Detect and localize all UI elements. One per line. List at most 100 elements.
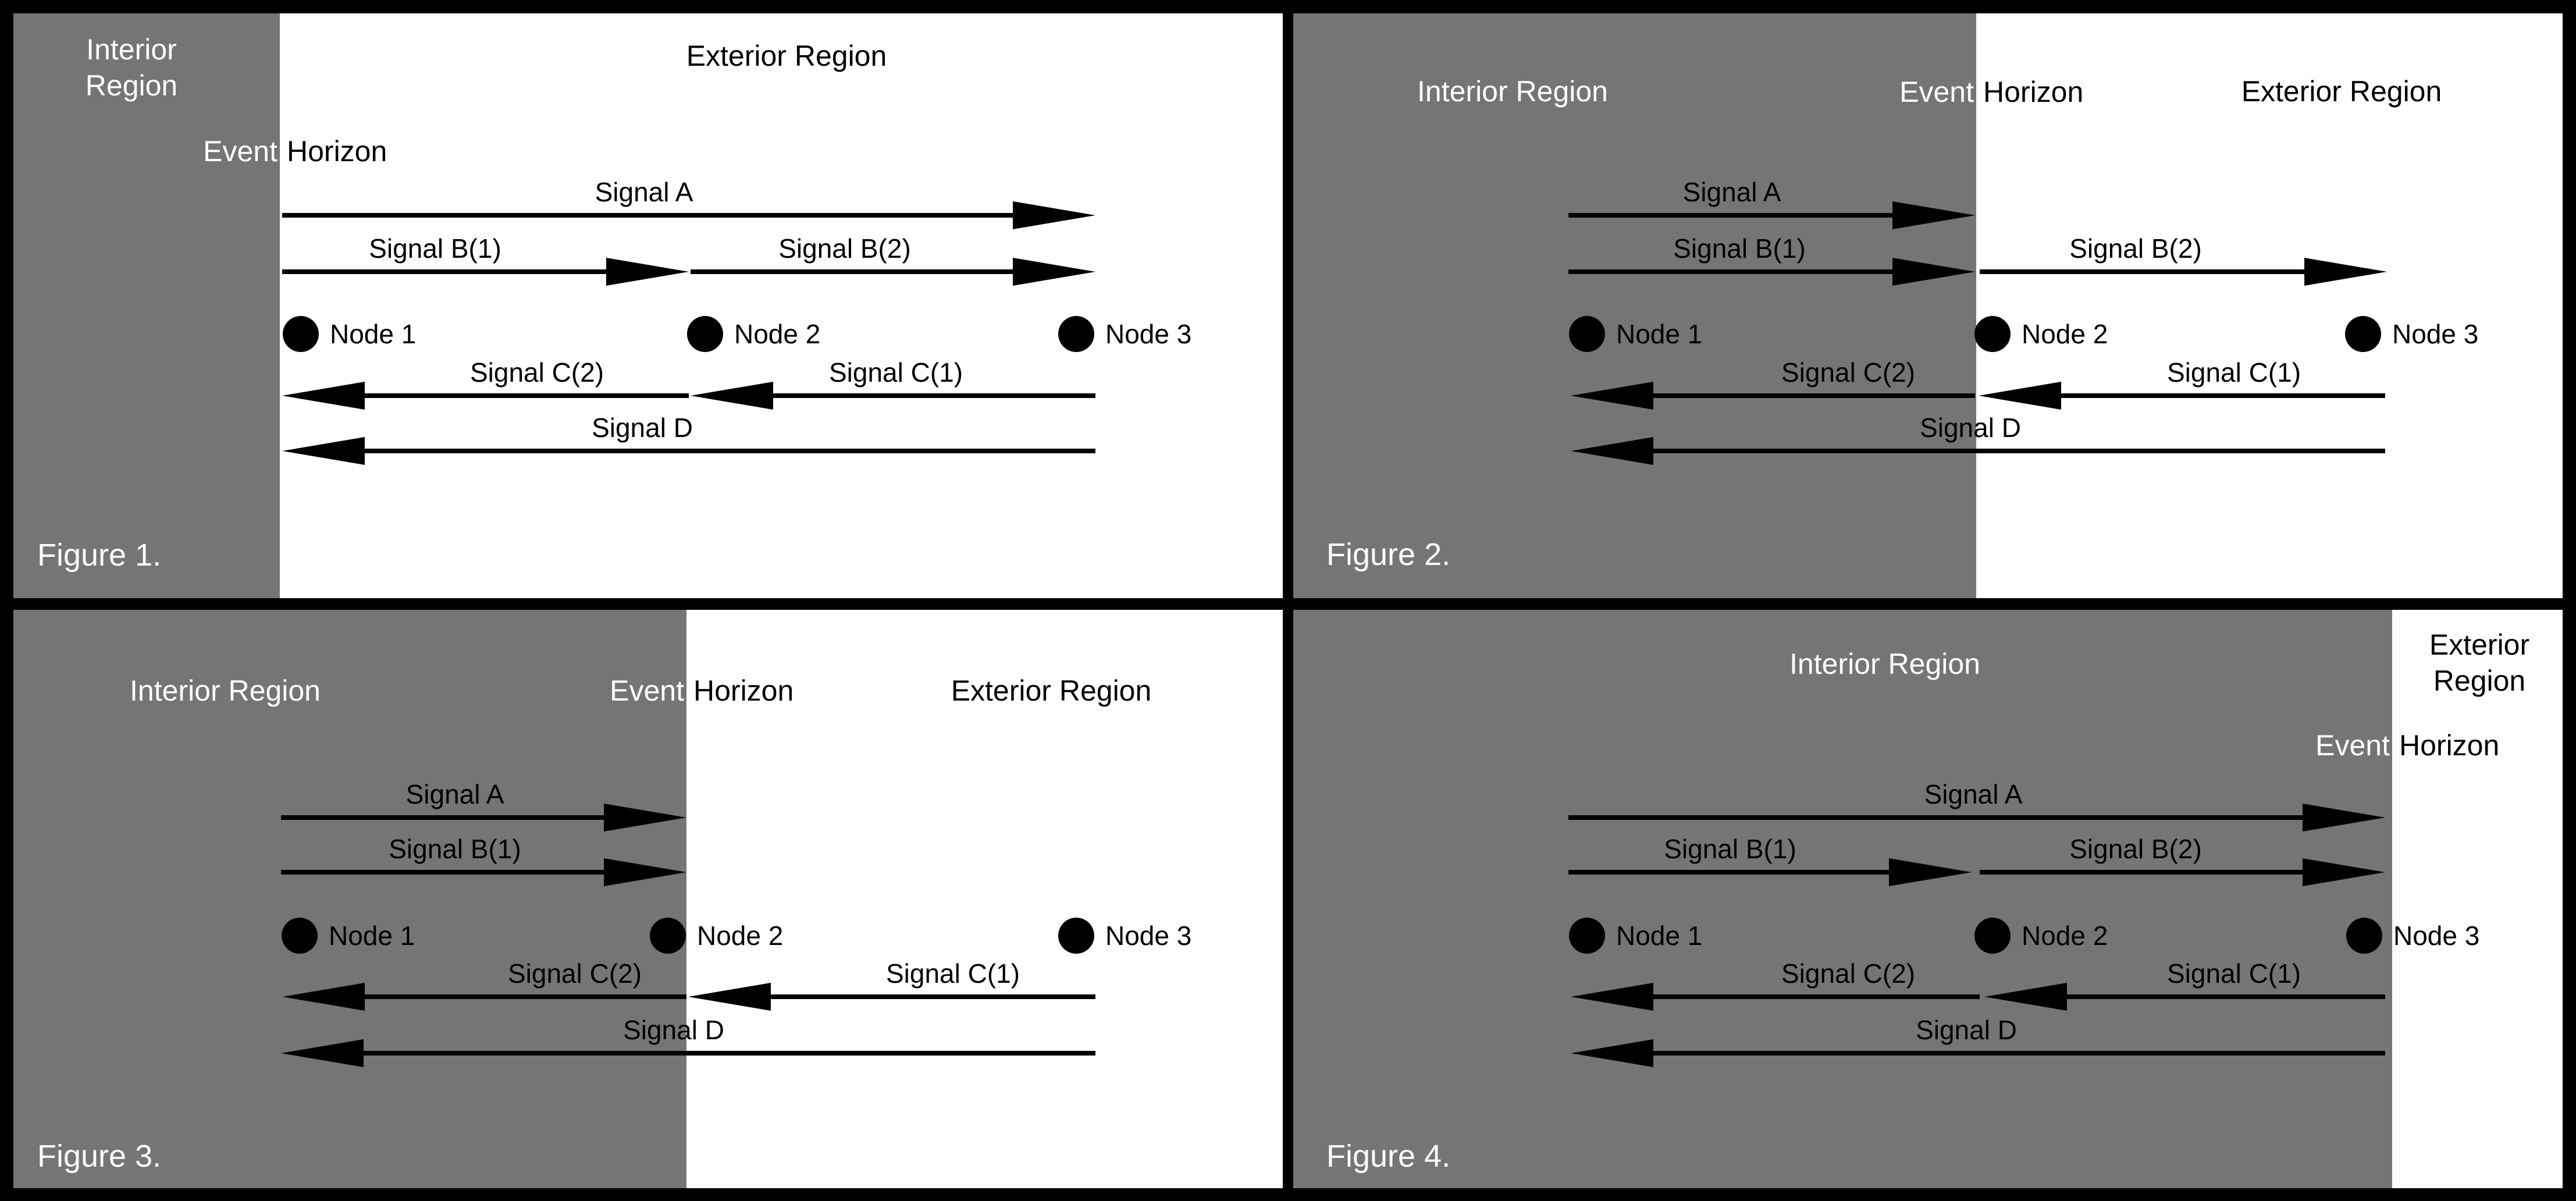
figure-3-node-2-label: Node 2 — [697, 921, 784, 951]
figure-1-event-horizon-label-right: Horizon — [287, 135, 387, 168]
figure-2-signal-d-label: Signal D — [1920, 413, 2021, 443]
figure-2-signal-c-2-shaft — [1635, 393, 1975, 398]
figure-2-signal-b-1-shaft — [1568, 269, 1911, 274]
figure-3-event-horizon-label-left: Event — [610, 674, 684, 707]
figure-2-caption: Figure 2. — [1326, 537, 1451, 572]
figure-3-node-1-label: Node 1 — [329, 921, 415, 951]
figure-3-event-horizon-label-right: Horizon — [693, 674, 794, 707]
figure-1-interior-region-label-line: Region — [85, 69, 178, 102]
figure-3-caption: Figure 3. — [37, 1139, 162, 1174]
figure-1-interior-region-fill — [13, 13, 280, 598]
figure-2-exterior-region-label-line: Exterior Region — [2241, 75, 2442, 108]
figure-4-node-3-dot-icon — [2346, 918, 2382, 954]
figure-1-signal-c-1-shaft — [755, 393, 1095, 398]
figure-4-caption: Figure 4. — [1326, 1139, 1451, 1174]
figure-3-signal-d-arrowhead-left-icon — [281, 1039, 364, 1067]
figure-2-signal-b-2-arrowhead-right-icon — [2304, 258, 2387, 286]
figure-3-interior-region-label: Interior Region — [130, 673, 321, 709]
figure-2-node-2-dot-icon — [1974, 316, 2011, 352]
figure-3-node-2-dot-icon — [650, 918, 686, 954]
figure-2-node-1-label: Node 1 — [1616, 319, 1703, 349]
figure-1-signal-a-arrowhead-right-icon — [1013, 201, 1095, 229]
figure-3-signal-c-1-label: Signal C(1) — [885, 958, 1020, 989]
figure-2-signal-a-label: Signal A — [1682, 177, 1781, 207]
figure-1-signal-b-1-shaft — [282, 269, 625, 274]
figure-3-signal-c-1-shaft — [752, 994, 1095, 999]
figure-3-signal-d-shaft — [345, 1051, 1095, 1056]
figure-4-event-horizon-label-right: Horizon — [2399, 729, 2500, 762]
figure-2-signal-c-2-arrowhead-left-icon — [1571, 382, 1653, 410]
figure-2-signal-b-1-label: Signal B(1) — [1673, 233, 1806, 264]
figure-3-signal-c-2-shaft — [346, 994, 686, 999]
figure-4-signal-a-label: Signal A — [1924, 779, 2023, 809]
figure-3-node-3-dot-icon — [1058, 918, 1094, 954]
figure-2-interior-region-label: Interior Region — [1417, 73, 1608, 109]
figure-3-signal-d-label: Signal D — [623, 1015, 724, 1045]
figure-4-signal-c-2-label: Signal C(2) — [1781, 958, 1916, 989]
figure-4-signal-c-1-label: Signal C(1) — [2166, 958, 2301, 989]
figure-4-signal-d-arrowhead-left-icon — [1571, 1039, 1653, 1067]
figure-3-exterior-region-label: Exterior Region — [951, 673, 1152, 709]
figure-1-signal-b-1-arrowhead-right-icon — [606, 258, 689, 286]
figure-4-interior-region-fill — [1293, 610, 2392, 1188]
figure-4-signal-c-1-arrowhead-left-icon — [1984, 983, 2067, 1011]
figure-3-signal-c-2-label: Signal C(2) — [507, 958, 642, 989]
figure-4-interior-region-label-line: Interior Region — [1789, 648, 1980, 680]
figure-2-signal-d-shaft — [1635, 449, 2385, 453]
figure-4-signal-c-1-shaft — [2048, 994, 2385, 999]
figure-3-signal-b-1-shaft — [281, 870, 622, 875]
figure-3-interior-region-label-line: Interior Region — [130, 674, 321, 707]
figure-2-interior-region-label-line: Interior Region — [1417, 75, 1608, 108]
figure-1-signal-d-arrowhead-left-icon — [282, 437, 365, 465]
figure-4-node-3-label: Node 3 — [2393, 921, 2480, 951]
figure-2-event-horizon-label-left: Event — [1899, 76, 1974, 108]
figure-4-signal-a-arrowhead-right-icon — [2303, 804, 2385, 832]
figure-1-exterior-region-label: Exterior Region — [686, 38, 887, 74]
figure-3-signal-a-label: Signal A — [405, 779, 504, 809]
figure-1-signal-b-1-label: Signal B(1) — [369, 233, 501, 264]
figure-1-signal-b-2-label: Signal B(2) — [778, 233, 911, 264]
figure-2-node-1-dot-icon — [1569, 316, 1605, 352]
figure-2-node-3-dot-icon — [2345, 316, 2381, 352]
figure-1-node-2-label: Node 2 — [734, 319, 821, 349]
figure-2-signal-b-2-shaft — [1980, 269, 2323, 274]
figure-3-node-3-label: Node 3 — [1105, 921, 1192, 951]
figure-4-signal-a-shaft — [1568, 815, 2321, 820]
figure-4-node-2-dot-icon — [1974, 918, 2011, 954]
figure-2-signal-c-2-label: Signal C(2) — [1781, 357, 1916, 388]
figure-2-exterior-region-label: Exterior Region — [2241, 73, 2442, 109]
figure-4-signal-d-label: Signal D — [1916, 1015, 2017, 1045]
figure-4-signal-b-2-label: Signal B(2) — [2069, 834, 2202, 864]
figure-4-signal-b-2-shaft — [1980, 870, 2321, 875]
figure-1-node-1-dot-icon — [283, 316, 319, 352]
figure-3-signal-b-1-arrowhead-right-icon — [604, 858, 686, 886]
figure-4-signal-c-2-arrowhead-left-icon — [1571, 983, 1653, 1011]
figure-2-node-2-label: Node 2 — [2022, 319, 2108, 349]
figure-1-signal-d-shaft — [346, 449, 1095, 453]
figure-2-signal-c-1-label: Signal C(1) — [2166, 357, 2301, 388]
figure-2-signal-b-1-arrowhead-right-icon — [1892, 258, 1975, 286]
figure-3-node-1-dot-icon — [282, 918, 318, 954]
figure-3-signal-c-2-arrowhead-left-icon — [282, 983, 365, 1011]
figure-4-signal-b-1-arrowhead-right-icon — [1889, 858, 1972, 886]
figure-4-interior-region-label: Interior Region — [1789, 646, 1980, 682]
figure-2-signal-a-shaft — [1568, 213, 1911, 218]
figure-1-signal-c-1-label: Signal C(1) — [828, 357, 963, 388]
figure-4-signal-c-2-shaft — [1635, 994, 1980, 999]
figure-1-node-3-label: Node 3 — [1105, 319, 1192, 349]
figure-1-caption: Figure 1. — [37, 538, 162, 573]
figure-3-signal-a-arrowhead-right-icon — [604, 804, 686, 832]
figure-1-signal-c-2-label: Signal C(2) — [469, 357, 604, 388]
figure-2-signal-c-1-shaft — [2043, 393, 2385, 398]
figure-4-signal-b-1-label: Signal B(1) — [1664, 834, 1796, 864]
figure-1-signal-c-2-arrowhead-left-icon — [282, 382, 365, 410]
figure-2-event-horizon-label-right: Horizon — [1983, 76, 2084, 108]
figure-4-signal-d-shaft — [1635, 1051, 2385, 1056]
figure-1-signal-d-label: Signal D — [592, 413, 693, 443]
figure-1-signal-c-2-shaft — [346, 393, 689, 398]
figure-1-node-1-label: Node 1 — [330, 319, 417, 349]
figure-4-signal-b-1-shaft — [1568, 870, 1908, 875]
figure-4-signal-b-2-arrowhead-right-icon — [2303, 858, 2385, 886]
